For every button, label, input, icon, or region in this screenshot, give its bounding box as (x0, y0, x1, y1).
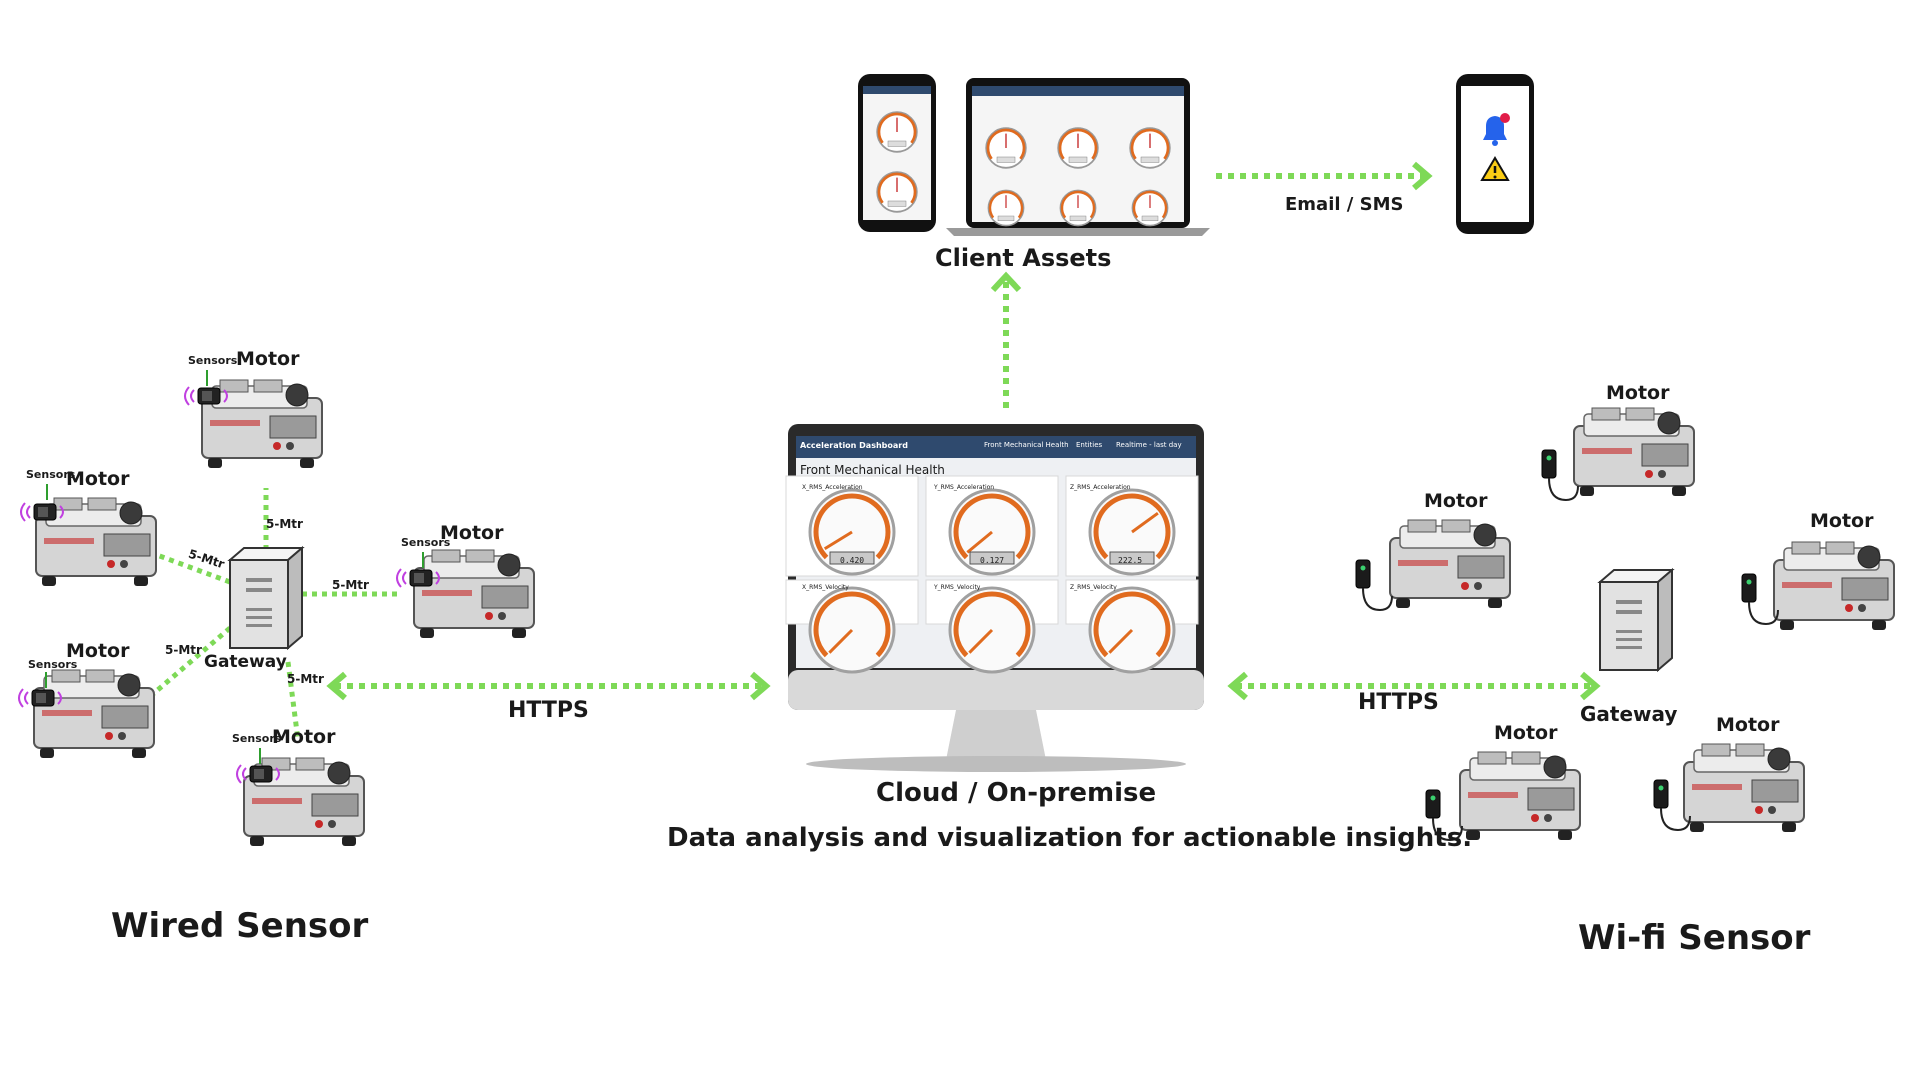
gauge-value: 0.127 (980, 556, 1005, 565)
dashboard-title: Acceleration Dashboard (800, 441, 908, 450)
gauge-readout (829, 551, 875, 565)
motor-icon (1683, 743, 1805, 833)
gateway-wired (229, 547, 303, 649)
gateway-wifi (1599, 569, 1673, 671)
distance-label: 5-Mtr (165, 643, 202, 657)
client-assets-label: Client Assets (935, 244, 1112, 272)
dashboard-menu-entities[interactable]: Entities (1076, 441, 1103, 449)
server-icon (229, 547, 303, 649)
gauge-needle (966, 530, 993, 554)
gauge-6 (1065, 579, 1199, 674)
gauge-3 (1065, 475, 1199, 577)
gauge-needle (828, 628, 854, 654)
gauge-5 (925, 579, 1059, 674)
insights-label: Data analysis and visualization for acti… (667, 823, 1473, 853)
motor-wifi-1 (1573, 407, 1695, 497)
distance-label: 5-Mtr (332, 578, 369, 592)
gauge-label: X_RMS_Acceleration (802, 484, 863, 491)
client-phone (858, 74, 936, 232)
arrow-uplink (990, 271, 1022, 408)
motor-label: Motor (1716, 714, 1780, 736)
motor-icon (33, 669, 155, 759)
motor-icon (1773, 541, 1895, 631)
motor-wifi-5 (1683, 743, 1805, 833)
https-left-label: HTTPS (508, 698, 589, 723)
gauge-readout (1109, 551, 1155, 565)
gauge-label: X_RMS_Velocity (802, 584, 849, 591)
gauge-label: Z_RMS_Velocity (1070, 584, 1117, 591)
dashboard-menu-health[interactable]: Front Mechanical Health (984, 441, 1069, 449)
motor-label: Motor (236, 348, 300, 370)
server-icon (1599, 569, 1673, 671)
wired-links (144, 488, 400, 741)
https-right-label: HTTPS (1358, 690, 1439, 715)
motor-label: Motor (66, 640, 130, 662)
arrow-alerts (1216, 161, 1433, 191)
motor-icon (1389, 519, 1511, 609)
email-sms-label: Email / SMS (1285, 194, 1404, 215)
dashboard-menu-realtime[interactable]: Realtime - last day (1116, 441, 1182, 449)
gauge-2 (925, 475, 1059, 577)
motor-label: Motor (1606, 382, 1670, 404)
sensor-icon (1741, 573, 1779, 625)
motor-wired-right (413, 549, 535, 639)
wired-sensor-title: Wired Sensor (111, 906, 369, 946)
motor-icon (1573, 407, 1695, 497)
gauge-needle (1131, 511, 1159, 534)
motor-wifi-3 (1773, 541, 1895, 631)
dashboard-heading: Front Mechanical Health (800, 463, 945, 477)
cloud-label: Cloud / On-premise (876, 778, 1157, 808)
gauge-1 (785, 475, 919, 577)
warning-icon (1480, 156, 1510, 181)
arrow-https-left (326, 671, 771, 701)
motor-wired-bottom-left (33, 669, 155, 759)
sensors-label: Sensors (401, 536, 451, 549)
motor-wifi-4 (1459, 751, 1581, 841)
motor-icon (413, 549, 535, 639)
motor-icon (1459, 751, 1581, 841)
gauge-4 (785, 579, 919, 674)
distance-label: 5-Mtr (266, 517, 303, 531)
motor-label: Motor (1424, 490, 1488, 512)
motor-label: Motor (1810, 510, 1874, 532)
sensors-label: Sensors (26, 468, 76, 481)
gauge-needle (823, 530, 853, 550)
gauge-value: 222.5 (1118, 556, 1143, 565)
sensors-label: Sensors (28, 658, 78, 671)
alert-phone (1456, 74, 1534, 234)
client-laptop (946, 78, 1210, 236)
sensors-label: Sensors (188, 354, 238, 367)
gauge-label: Y_RMS_Acceleration (934, 484, 995, 491)
gauge-value: 0.420 (840, 556, 865, 565)
gateway-right-label: Gateway (1580, 702, 1678, 726)
motor-label: Motor (272, 726, 336, 748)
gateway-left-label: Gateway (204, 652, 287, 672)
sensor-icon (1355, 559, 1393, 611)
sensor-icon (1541, 449, 1579, 501)
motor-label: Motor (1494, 722, 1558, 744)
distance-label: 5-Mtr (287, 672, 324, 686)
bell-icon (1483, 113, 1510, 146)
sensors-label: Sensors (232, 732, 282, 745)
gauge-label: Z_RMS_Acceleration (1070, 484, 1131, 491)
motor-wifi-2 (1389, 519, 1511, 609)
motor-label: Motor (66, 468, 130, 490)
arrow-https-right (1227, 671, 1601, 701)
wifi-sensor-title: Wi-fi Sensor (1578, 918, 1811, 958)
gauge-needle (1108, 628, 1134, 654)
dashboard-gauges (785, 475, 1199, 674)
gauge-readout (969, 551, 1015, 565)
gauge-needle (968, 628, 994, 654)
motor-label: Motor (440, 522, 504, 544)
gauge-label: Y_RMS_Velocity (934, 584, 981, 591)
